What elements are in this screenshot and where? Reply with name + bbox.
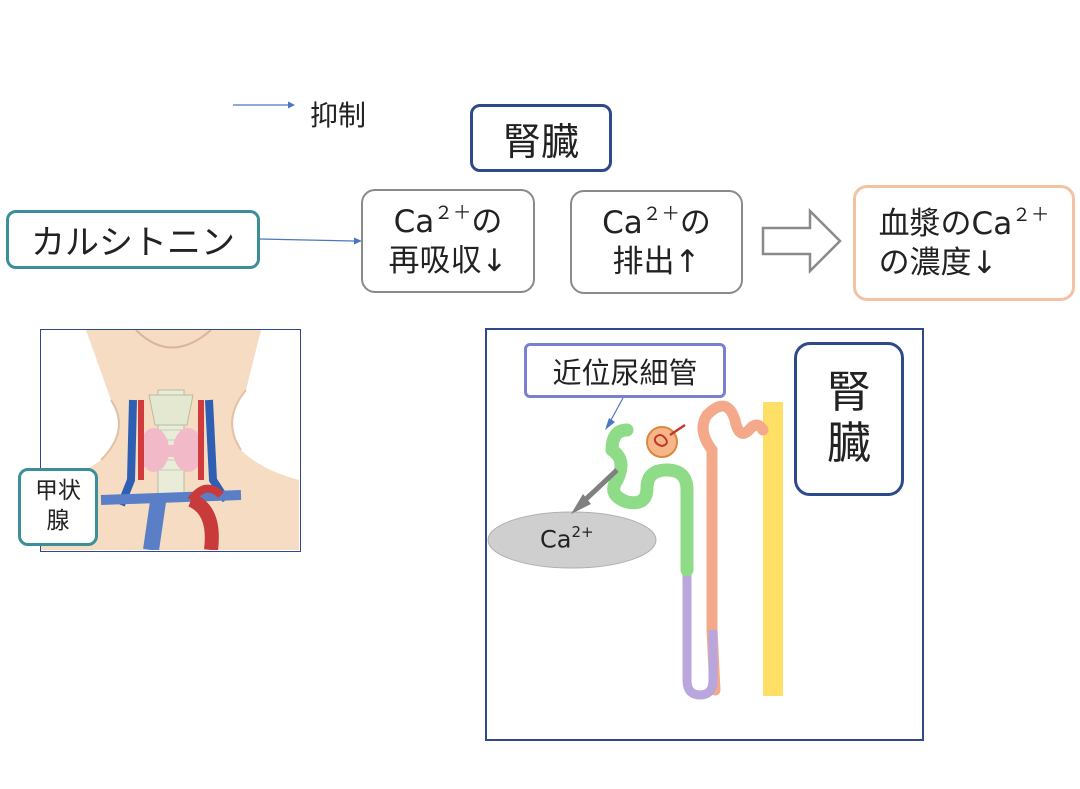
thyroid-label-box: 甲状腺 (18, 468, 98, 546)
inhibit-arrow-icon (258, 237, 362, 245)
result-line2: の濃度↓ (878, 244, 998, 281)
excretion-box: Ca２＋の 排出↑ (570, 190, 743, 294)
reabsorption-suffix: の (471, 203, 503, 240)
reabsorption-box: Ca２＋の 再吸収↓ (361, 189, 535, 293)
reabsorption-charge: ２＋ (434, 202, 472, 224)
legend-arrow-icon (233, 101, 295, 109)
reabsorption-ion: Ca (393, 203, 435, 240)
calcitonin-label: カルシトニン (31, 223, 235, 263)
result-arrow-icon (761, 208, 842, 274)
kidney-title: 腎臓 (502, 119, 579, 164)
ca-ion: Ca (540, 525, 572, 554)
excretion-suffix: の (679, 204, 711, 241)
reabsorption-line2: 再吸収↓ (388, 242, 508, 279)
excretion-charge: ２＋ (642, 203, 680, 225)
kidney-organ-label-box: 腎臓 (794, 342, 904, 496)
tubule-label: 近位尿細管 (552, 355, 698, 390)
ca-ion-charge: 2+ (571, 523, 594, 541)
kidney-organ-label: 腎臓 (827, 367, 871, 469)
thyroid-panel (40, 329, 301, 552)
kidney-panel: Ca2+ 近位尿細管 腎臓 (485, 328, 924, 741)
kidney-title-box: 腎臓 (470, 104, 612, 172)
ca-ion-label: Ca2+ (540, 523, 594, 554)
excretion-ion: Ca (602, 204, 643, 241)
result-line1: 血漿のCa (878, 205, 1013, 242)
excretion-line2: 排出↑ (612, 243, 701, 280)
calcitonin-box: カルシトニン (6, 210, 260, 269)
thyroid-label: 甲状腺 (35, 478, 81, 534)
result-box: 血漿のCa２＋ の濃度↓ (853, 185, 1075, 301)
result-charge: ２＋ (1012, 204, 1050, 226)
neck-anatomy-illustration (41, 330, 299, 551)
legend-label: 抑制 (310, 99, 367, 132)
nephron-illustration (487, 397, 783, 700)
tubule-label-box: 近位尿細管 (524, 343, 726, 398)
